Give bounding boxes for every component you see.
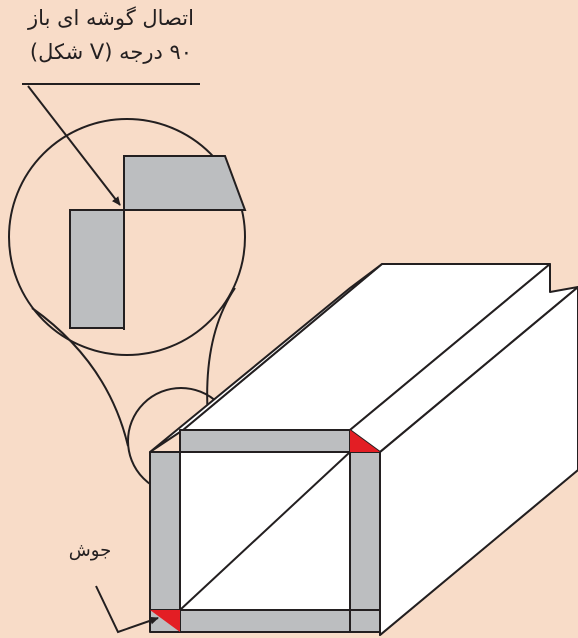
leaders bbox=[22, 83, 200, 634]
weld-bottom-left bbox=[150, 610, 180, 632]
inner-diagonal bbox=[179, 451, 351, 611]
title-leader-arrow bbox=[27, 85, 121, 206]
joint-title-line1: اتصال گوشه ای باز bbox=[28, 6, 194, 30]
box-section bbox=[149, 263, 578, 636]
zoomed-joint bbox=[69, 155, 247, 330]
zoom-top-plate bbox=[123, 155, 247, 211]
left-top-strip bbox=[149, 263, 383, 453]
weld-top-right bbox=[350, 430, 380, 452]
welds bbox=[150, 430, 380, 632]
zoom-left-plate bbox=[69, 209, 125, 329]
ridge-line bbox=[379, 286, 578, 453]
weld-leader-arrow bbox=[95, 585, 159, 634]
weld-label: جوش bbox=[68, 540, 112, 561]
top-plate bbox=[179, 429, 351, 453]
magnifier-connector-left bbox=[31, 307, 129, 447]
joint-title-line2: ۹۰ درجه (V شکل) bbox=[29, 40, 193, 64]
magnifier-circle bbox=[8, 118, 246, 356]
